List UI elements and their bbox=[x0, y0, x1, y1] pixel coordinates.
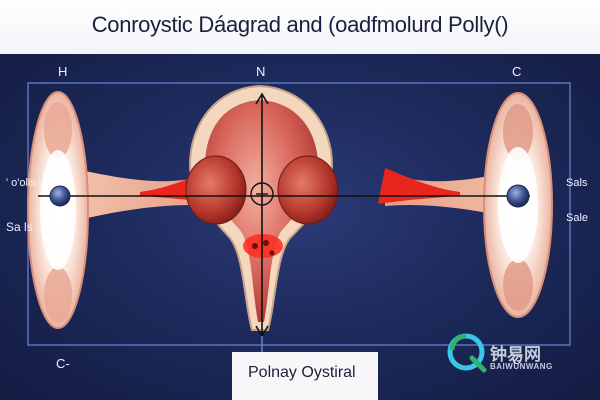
label-top-left: H bbox=[58, 64, 68, 79]
page-title: Conroystic Dáagrad and (oadfmolurd Polly… bbox=[91, 12, 509, 37]
title-band bbox=[0, 0, 600, 54]
arrow-up-icon bbox=[255, 92, 269, 105]
watermark-text: 钟易网 bbox=[490, 345, 541, 364]
right-nucleus bbox=[506, 184, 530, 208]
watermark-subtext: BAIWUNWANG bbox=[490, 362, 553, 371]
diagram-caption: Polnay Oystiral bbox=[248, 364, 356, 381]
left-lobe bbox=[185, 155, 247, 225]
right-red-channel bbox=[378, 168, 460, 204]
right-lobe bbox=[277, 155, 339, 225]
left-nucleus bbox=[49, 185, 71, 207]
label-bottom-left: C- bbox=[56, 356, 70, 371]
label-left-upper: ' o'olls bbox=[6, 177, 36, 189]
label-right-lower: Sale bbox=[566, 212, 589, 224]
watermark-logo-icon bbox=[447, 333, 487, 373]
label-top-right: C bbox=[512, 64, 522, 79]
red-spot-cluster bbox=[243, 234, 283, 258]
label-right-upper: Sals bbox=[566, 177, 588, 189]
caption-box bbox=[232, 352, 378, 400]
center-target-icon bbox=[250, 182, 274, 206]
label-left-lower: Sa ls bbox=[6, 220, 33, 234]
label-top-center: N bbox=[256, 64, 266, 79]
left-pod bbox=[27, 91, 89, 329]
label-bottom-right: C bbox=[512, 352, 522, 367]
